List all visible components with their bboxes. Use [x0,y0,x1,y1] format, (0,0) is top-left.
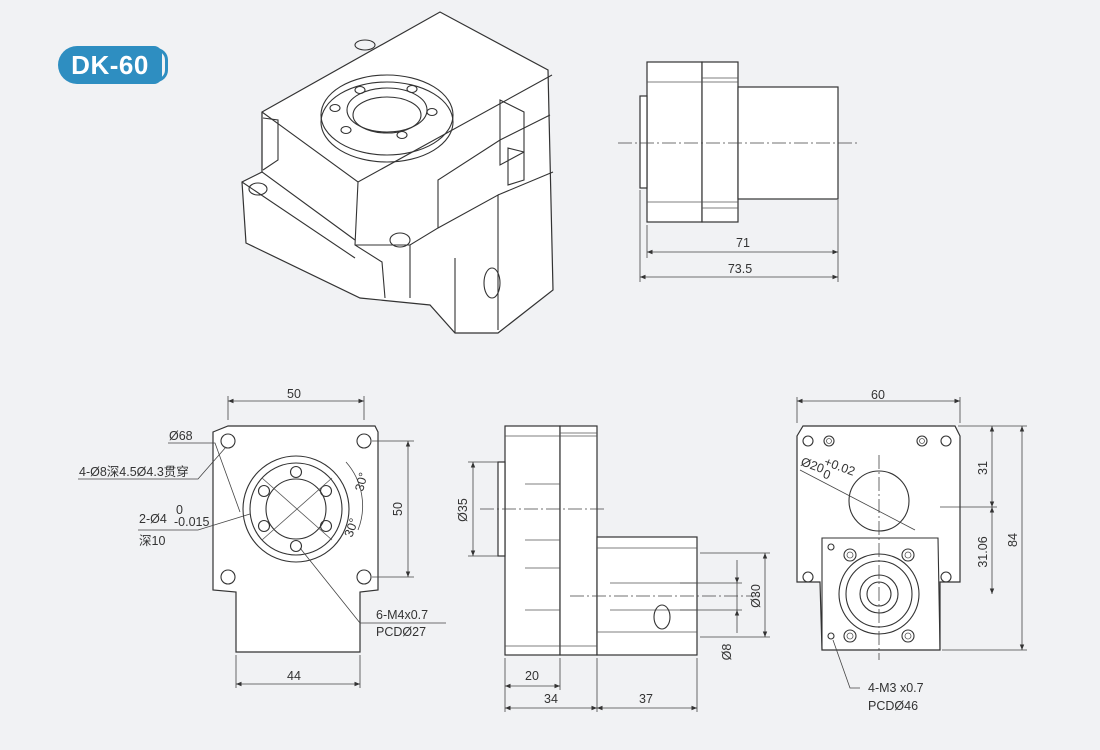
dim-50-side: 50 [391,502,405,516]
dim-37: 37 [639,692,653,706]
front-view: 50 50 44 Ø68 4-Ø8深4.5Ø4.3贯穿 2-Ø4 0 -0.01… [78,387,446,688]
label-angle-a: 30° [352,471,370,493]
label-pin: 2-Ø4 [139,512,167,526]
dim-dia-35: Ø35 [456,498,470,522]
dim-dia-68: Ø68 [169,429,193,443]
dim-44: 44 [287,669,301,683]
model-badge: DK-60 [58,46,172,84]
isometric-view [241,11,554,334]
dim-73-5: 73.5 [728,262,752,276]
label-pin-depth: 深10 [139,534,165,548]
label-bore-tol-lower: 0 [821,467,832,483]
model-name: DK-60 [71,50,149,80]
label-m3-pcd: PCDØ46 [868,699,918,713]
dim-71: 71 [736,236,750,250]
label-pin-tol-lower: -0.015 [174,515,209,529]
label-m3: 4-M3 x0.7 [868,681,924,695]
dim-31-06: 31.06 [976,536,990,567]
label-angle-b: 30° [342,516,362,539]
dim-20: 20 [525,669,539,683]
dim-dia-8: Ø8 [720,644,734,661]
dim-34: 34 [544,692,558,706]
side-view-top: 71 73.5 [618,61,860,282]
dim-84: 84 [1006,533,1020,547]
label-tap: 6-M4x0.7 [376,608,428,622]
dim-31: 31 [976,461,990,475]
back-view: 60 31 31.06 84 Ø20 +0.02 0 4-M3 x0.7 PCD… [796,388,1027,713]
dim-dia-30: Ø30 [749,584,763,608]
label-tap-pcd: PCDØ27 [376,625,426,639]
label-holes: 4-Ø8深4.5Ø4.3贯穿 [79,464,189,479]
dim-60: 60 [871,388,885,402]
dim-50-top: 50 [287,387,301,401]
label-pin-tol-upper: 0 [176,503,183,517]
model-badge-pill [58,46,162,84]
side-view-bottom: Ø35 Ø30 Ø8 20 34 37 [456,425,770,712]
